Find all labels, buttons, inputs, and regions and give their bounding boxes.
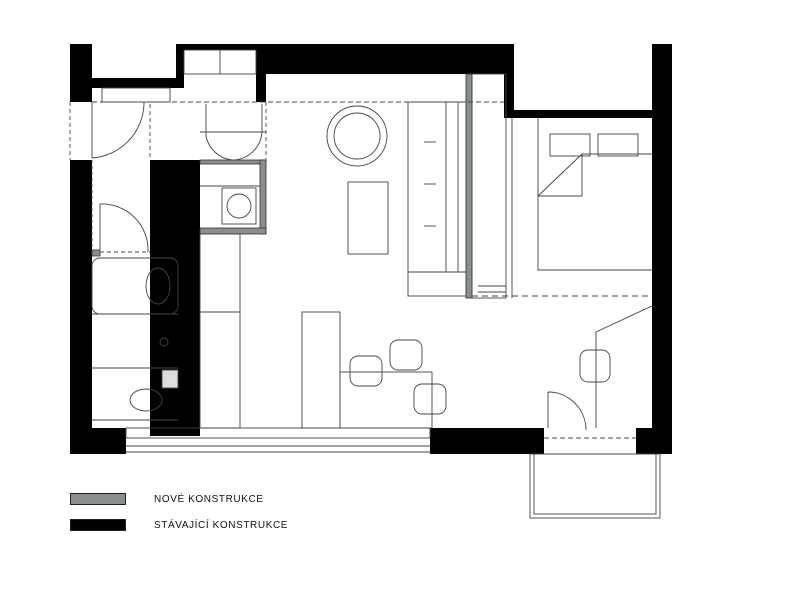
legend-label-existing: STÁVAJÍCÍ KONSTRUKCE bbox=[154, 519, 289, 531]
laundry-door-right bbox=[231, 104, 263, 161]
partition-laundry-top bbox=[199, 159, 267, 165]
partition-wardrobe bbox=[465, 73, 473, 299]
chair-4 bbox=[579, 349, 611, 383]
bed-frame bbox=[537, 118, 652, 271]
legend-swatch-existing bbox=[70, 519, 126, 531]
room-diagonal bbox=[595, 305, 653, 428]
wardrobe-back bbox=[471, 73, 507, 299]
legend-item-new: NOVÉ KONSTRUKCE bbox=[70, 492, 264, 506]
wall-top-main bbox=[256, 44, 514, 74]
window-bottom bbox=[125, 427, 431, 439]
legend-swatch-new bbox=[70, 493, 126, 505]
basin bbox=[145, 267, 171, 305]
bath-door bbox=[99, 203, 149, 253]
balcony-door bbox=[547, 391, 587, 431]
wall-bottom-right bbox=[636, 428, 672, 454]
hall-shelf bbox=[101, 87, 171, 103]
wall-bedroom-top bbox=[504, 110, 652, 118]
wall-top-left-post bbox=[176, 44, 184, 88]
wall-top-post bbox=[256, 44, 266, 102]
coffee-table bbox=[347, 181, 389, 255]
pillow-left bbox=[549, 133, 591, 157]
legend-label-new: NOVÉ KONSTRUKCE bbox=[154, 493, 264, 505]
wall-bottom-left bbox=[70, 428, 126, 454]
wall-bottom-mid bbox=[430, 428, 544, 454]
pillow-right bbox=[597, 133, 639, 157]
wall-right bbox=[652, 44, 672, 454]
washer-box bbox=[221, 187, 257, 225]
legend-item-existing: STÁVAJÍCÍ KONSTRUKCE bbox=[70, 518, 288, 532]
chair-2 bbox=[389, 339, 423, 371]
fixtures bbox=[69, 49, 661, 519]
existing-walls bbox=[70, 44, 672, 454]
drain bbox=[159, 337, 169, 347]
wardrobe-unit bbox=[407, 101, 467, 297]
wall-core bbox=[150, 160, 200, 436]
wall-left-upper bbox=[70, 44, 92, 102]
wc-tank bbox=[161, 369, 179, 389]
round-table-inner bbox=[333, 112, 381, 160]
wc-bowl bbox=[129, 388, 163, 412]
wall-top-left-ledge bbox=[92, 78, 176, 88]
duvet-fold bbox=[537, 153, 652, 197]
dining-top bbox=[339, 371, 433, 429]
wall-top-right-drop bbox=[504, 44, 514, 118]
new-constructions bbox=[91, 73, 473, 299]
wall-top-left-cap bbox=[176, 44, 260, 50]
chair-1 bbox=[349, 355, 383, 387]
kitchen-counter bbox=[199, 233, 241, 429]
round-table-outer bbox=[326, 105, 388, 167]
entry-door bbox=[91, 102, 145, 159]
laundry-door-left bbox=[205, 104, 233, 161]
balcony-outer bbox=[529, 453, 661, 519]
partition-laundry-bottom bbox=[199, 227, 267, 235]
dining-table bbox=[301, 311, 341, 429]
washer-drum bbox=[226, 193, 252, 219]
partition-bath-small bbox=[91, 249, 101, 257]
partition-laundry-right bbox=[259, 159, 267, 235]
chair-3 bbox=[413, 383, 447, 415]
balcony-inner bbox=[533, 453, 657, 515]
wall-left-lower bbox=[70, 160, 92, 454]
